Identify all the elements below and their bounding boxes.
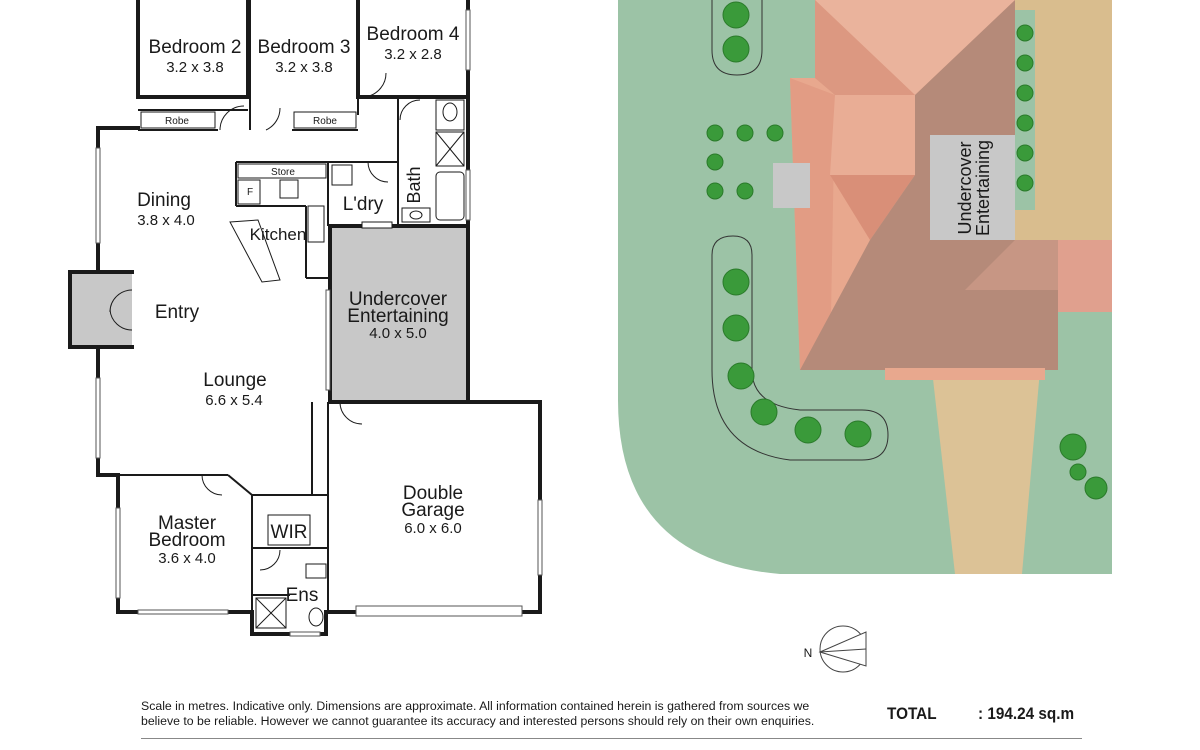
master-line1: Master: [158, 513, 217, 534]
lounge-dim: 6.6 x 5.4: [205, 392, 263, 409]
internal-walls: [118, 0, 399, 612]
paved-strip: [1055, 240, 1112, 312]
undercover-line2: Entertaining: [347, 306, 448, 327]
site-undercover-area: [930, 135, 1015, 240]
garden-bed-top: [711, 0, 763, 76]
bath-label: Bath: [404, 166, 424, 203]
bedroom-4-dim: 3.2 x 2.8: [384, 46, 442, 63]
house-floor-plan: Bedroom 2 3.2 x 3.8 Bedroom 3 3.2 x 3.8 …: [68, 0, 543, 637]
windows: [95, 9, 543, 637]
master-dim: 3.6 x 4.0: [158, 550, 216, 567]
house-roof: [790, 0, 1058, 380]
site-plan: Undercover Entertaining N: [618, 0, 1112, 673]
bedroom-2-name: Bedroom 2: [149, 37, 242, 58]
undercover-dim: 4.0 x 5.0: [369, 325, 427, 342]
garage-line2: Garage: [401, 500, 464, 521]
robe-label-1: Robe: [165, 116, 189, 127]
footer-divider: [141, 738, 1082, 739]
garage-dim: 6.0 x 6.0: [404, 520, 462, 537]
dining-dim: 3.8 x 4.0: [137, 212, 195, 229]
fixtures: [140, 99, 465, 629]
total-value: : 194.24 sq.m: [978, 704, 1075, 723]
bedroom-4-name: Bedroom 4: [367, 24, 460, 45]
robe-label-2: Robe: [313, 116, 337, 127]
entry-porch: [70, 272, 132, 347]
wir-label: WIR: [271, 522, 308, 543]
lounge-name: Lounge: [203, 370, 266, 391]
entry-label: Entry: [155, 302, 200, 323]
bedroom-2-dim: 3.2 x 3.8: [166, 59, 224, 76]
roof-vent: [773, 163, 810, 208]
door-swings: [109, 72, 421, 571]
garage-line1: Double: [403, 483, 463, 504]
undercover-area-fill: [330, 226, 468, 401]
kitchen-label: Kitchen: [250, 225, 307, 244]
laundry-label: L'dry: [343, 194, 384, 215]
store-label: Store: [271, 167, 295, 178]
fridge-label: F: [247, 187, 253, 198]
master-line2: Bedroom: [148, 530, 225, 551]
shrubs: [706, 1, 1108, 500]
disclaimer-text: Scale in metres. Indicative only. Dimens…: [141, 699, 815, 728]
ens-label: Ens: [286, 585, 319, 606]
site-undercover-line1: Undercover: [955, 141, 975, 234]
compass-icon: [818, 625, 867, 673]
dining-name: Dining: [137, 190, 191, 211]
garden-bed-curved: [711, 235, 889, 461]
site-undercover-line2: Entertaining: [973, 140, 993, 236]
bedroom-3-dim: 3.2 x 3.8: [275, 59, 333, 76]
total-label: TOTAL: [887, 704, 937, 723]
north-label: N: [804, 646, 813, 660]
undercover-line1: Undercover: [349, 289, 448, 310]
bedroom-3-name: Bedroom 3: [258, 37, 351, 58]
driveway: [932, 370, 1040, 574]
